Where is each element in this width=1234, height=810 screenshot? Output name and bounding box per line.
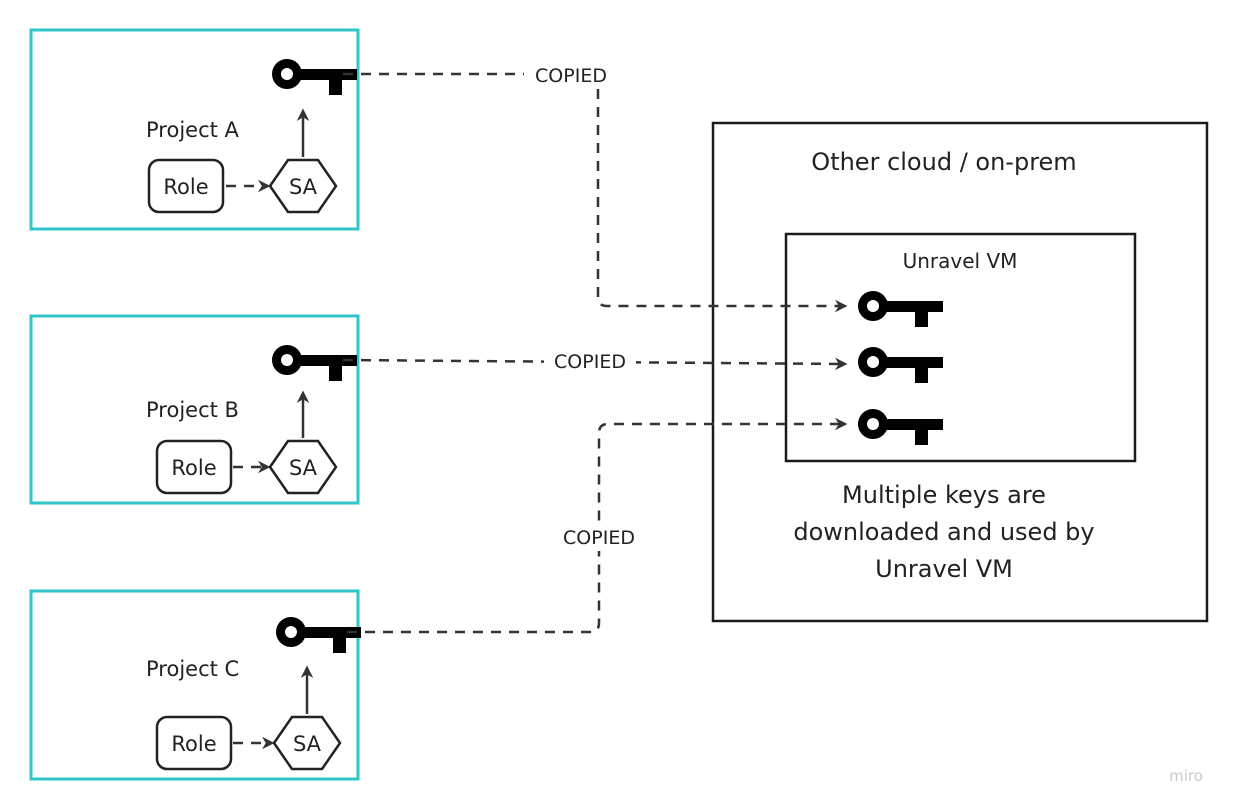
vm-key-icon-c [863, 414, 944, 446]
unravel-vm-title: Unravel VM [903, 249, 1018, 273]
project-a-title: Project A [146, 118, 240, 142]
other-cloud-box [711, 121, 1209, 623]
project-c-role-label: Role [171, 732, 216, 756]
project-b-title: Project B [146, 398, 239, 422]
project-c-sa-hexagon [272, 715, 342, 771]
label-bg-c [552, 523, 646, 551]
project-b-group: Project B Role SA [29, 314, 360, 505]
project-b-sa-label: SA [289, 456, 318, 480]
project-c-key-icon [281, 622, 362, 654]
project-c-title: Project C [146, 657, 239, 681]
vm-key-icon-b [863, 352, 944, 384]
label-bg-b [544, 346, 636, 374]
label-bg-a [524, 60, 619, 88]
project-b-role-label: Role [171, 456, 216, 480]
note-line-3: Unravel VM [875, 555, 1013, 583]
vm-key-icon-a [863, 296, 944, 328]
project-a-group: Project A Role SA [29, 28, 360, 231]
project-c-sa-label: SA [293, 732, 322, 756]
project-b-sa-hexagon [268, 439, 338, 495]
project-a-role-box [147, 158, 225, 214]
project-c-box [29, 589, 360, 781]
project-a-copy-connector [343, 72, 848, 313]
project-b-key-icon [277, 350, 358, 382]
project-b-box [29, 314, 360, 505]
project-b-role-box [155, 439, 233, 495]
project-c-group: Project C Role SA [29, 589, 362, 781]
project-b-copy-connector [342, 357, 848, 371]
project-c-role-box [155, 715, 233, 771]
copied-label-c: COPIED [563, 527, 635, 549]
note-line-1: Multiple keys are [842, 481, 1046, 509]
copied-label-a: COPIED [535, 65, 607, 87]
project-a-box [29, 28, 360, 231]
unravel-vm-box [784, 232, 1137, 463]
miro-watermark: miro [1169, 767, 1203, 785]
project-c-copy-connector [347, 417, 848, 634]
project-a-role-label: Role [163, 175, 208, 199]
project-a-key-icon [277, 64, 358, 96]
other-cloud-title: Other cloud / on-prem [811, 148, 1076, 176]
project-a-sa-hexagon [268, 158, 338, 214]
external-environment-group: Other cloud / on-prem Unravel VM Multipl… [711, 121, 1209, 623]
project-a-sa-label: SA [289, 175, 318, 199]
note-line-2: downloaded and used by [793, 518, 1094, 546]
copied-label-b: COPIED [554, 351, 626, 373]
